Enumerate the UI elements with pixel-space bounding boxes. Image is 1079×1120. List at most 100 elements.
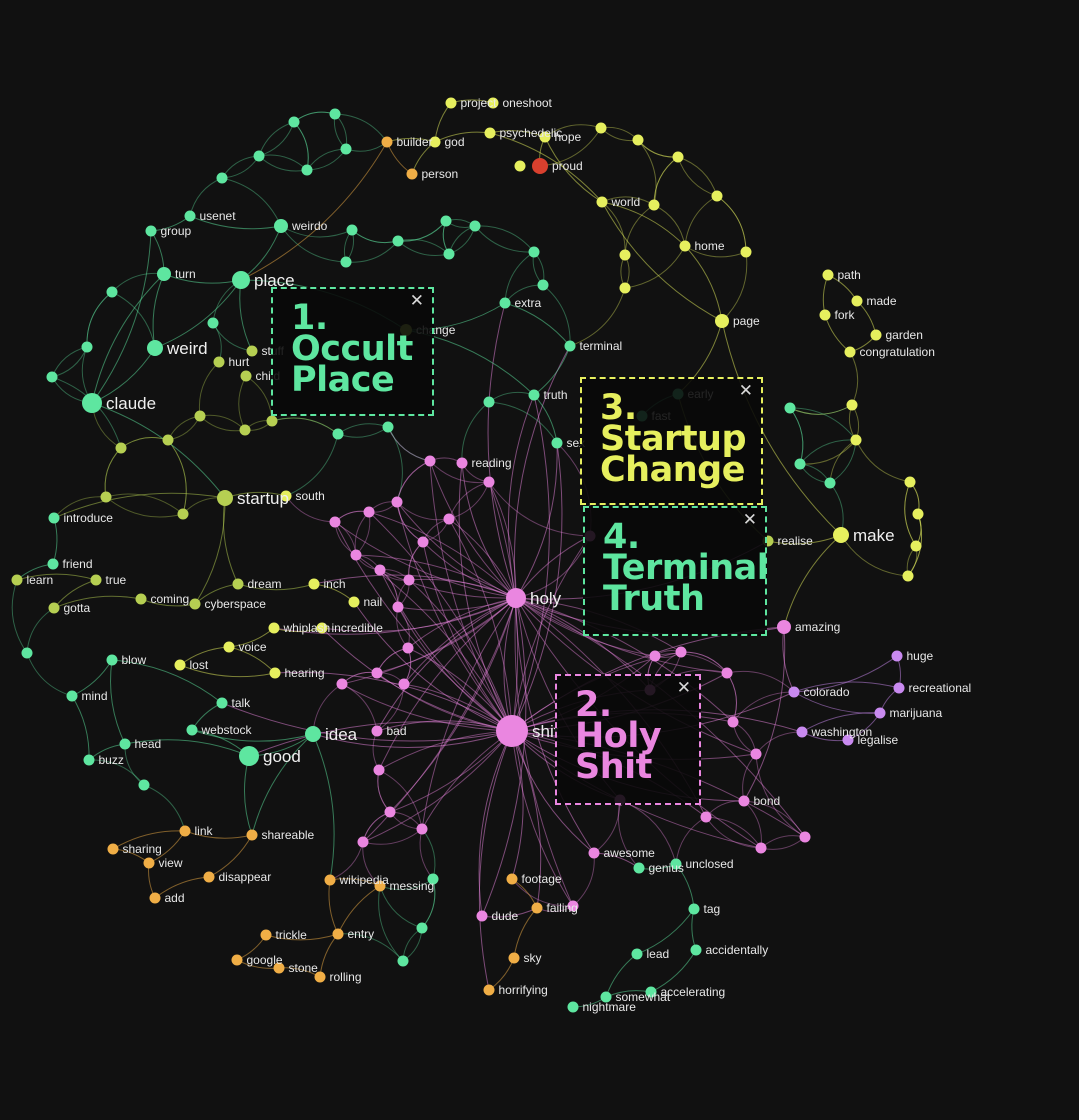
- graph-node[interactable]: [357, 836, 369, 848]
- graph-node-claude[interactable]: [82, 393, 102, 413]
- graph-node[interactable]: [727, 716, 739, 728]
- graph-node[interactable]: [416, 823, 428, 835]
- graph-node-friend[interactable]: [47, 558, 59, 570]
- graph-node-sky[interactable]: [508, 952, 520, 964]
- graph-node-accidentally[interactable]: [690, 944, 702, 956]
- graph-node-terminal[interactable]: [564, 340, 576, 352]
- graph-node-trickle[interactable]: [260, 929, 272, 941]
- graph-node[interactable]: [106, 286, 118, 298]
- graph-node-tag[interactable]: [688, 903, 700, 915]
- graph-node-awesome[interactable]: [588, 847, 600, 859]
- close-icon[interactable]: ✕: [742, 510, 757, 530]
- graph-node-head[interactable]: [119, 738, 131, 750]
- graph-node-god[interactable]: [429, 136, 441, 148]
- graph-node[interactable]: [424, 455, 436, 467]
- graph-node-learn[interactable]: [11, 574, 23, 586]
- graph-node[interactable]: [648, 199, 660, 211]
- graph-node-horrifying[interactable]: [483, 984, 495, 996]
- graph-node[interactable]: [740, 246, 752, 258]
- graph-node-accelerating[interactable]: [645, 986, 657, 998]
- cluster-box-occult-place[interactable]: 1. Occult Place ✕: [271, 287, 434, 416]
- graph-node-google[interactable]: [231, 954, 243, 966]
- graph-node[interactable]: [350, 549, 362, 561]
- graph-node-nail[interactable]: [348, 596, 360, 608]
- graph-node-whiplash[interactable]: [268, 622, 280, 634]
- graph-node-stuff[interactable]: [246, 345, 258, 357]
- graph-node[interactable]: [443, 513, 455, 525]
- graph-node-idea[interactable]: [305, 726, 321, 742]
- graph-node[interactable]: [288, 116, 300, 128]
- graph-node[interactable]: [427, 873, 439, 885]
- graph-node[interactable]: [46, 371, 58, 383]
- graph-node-child[interactable]: [240, 370, 252, 382]
- graph-node-lost[interactable]: [174, 659, 186, 671]
- graph-node[interactable]: [649, 650, 661, 662]
- graph-node[interactable]: [910, 540, 922, 552]
- graph-node[interactable]: [528, 246, 540, 258]
- graph-node[interactable]: [329, 108, 341, 120]
- graph-node[interactable]: [363, 506, 375, 518]
- graph-node-place[interactable]: [232, 271, 250, 289]
- close-icon[interactable]: ✕: [409, 291, 424, 311]
- graph-node[interactable]: [675, 646, 687, 658]
- graph-node-coming[interactable]: [135, 593, 147, 605]
- graph-node[interactable]: [373, 764, 385, 776]
- graph-node[interactable]: [750, 748, 762, 760]
- graph-node-person[interactable]: [406, 168, 418, 180]
- graph-node-cyberspace[interactable]: [189, 598, 201, 610]
- cluster-box-startup-change[interactable]: 3. Startup Change ✕: [580, 377, 763, 505]
- graph-node[interactable]: [403, 574, 415, 586]
- graph-node-sharing[interactable]: [107, 843, 119, 855]
- graph-node[interactable]: [619, 249, 631, 261]
- graph-node-world[interactable]: [596, 196, 608, 208]
- graph-node[interactable]: [672, 151, 684, 163]
- graph-node-shit[interactable]: [496, 715, 528, 747]
- graph-node[interactable]: [391, 496, 403, 508]
- graph-node-talk[interactable]: [216, 697, 228, 709]
- graph-node[interactable]: [799, 831, 811, 843]
- graph-node[interactable]: [329, 516, 341, 528]
- graph-node[interactable]: [21, 647, 33, 659]
- graph-node[interactable]: [138, 779, 150, 791]
- graph-node-make[interactable]: [833, 527, 849, 543]
- graph-node[interactable]: [721, 667, 733, 679]
- graph-node-fork[interactable]: [819, 309, 831, 321]
- graph-node[interactable]: [755, 842, 767, 854]
- graph-node-incredible[interactable]: [316, 622, 328, 634]
- graph-node[interactable]: [162, 434, 174, 446]
- graph-node[interactable]: [440, 215, 452, 227]
- graph-node-weird[interactable]: [147, 340, 163, 356]
- graph-node-colorado[interactable]: [788, 686, 800, 698]
- graph-node-dude[interactable]: [476, 910, 488, 922]
- graph-node[interactable]: [397, 955, 409, 967]
- graph-node[interactable]: [483, 476, 495, 488]
- graph-node-truth[interactable]: [528, 389, 540, 401]
- graph-node-lead[interactable]: [631, 948, 643, 960]
- graph-node[interactable]: [711, 190, 723, 202]
- close-icon[interactable]: ✕: [676, 678, 691, 698]
- graph-node-nightmare[interactable]: [567, 1001, 579, 1013]
- graph-node[interactable]: [207, 317, 219, 329]
- graph-node-disappear[interactable]: [203, 871, 215, 883]
- graph-node[interactable]: [846, 399, 858, 411]
- graph-node-proud[interactable]: [532, 158, 548, 174]
- graph-node-genius[interactable]: [633, 862, 645, 874]
- graph-node-usenet[interactable]: [184, 210, 196, 222]
- graph-node-inch[interactable]: [308, 578, 320, 590]
- graph-node[interactable]: [332, 428, 344, 440]
- graph-node-extra[interactable]: [499, 297, 511, 309]
- graph-node-entry[interactable]: [332, 928, 344, 940]
- graph-node-huge[interactable]: [891, 650, 903, 662]
- graph-node-south[interactable]: [280, 490, 292, 502]
- graph-node-hearing[interactable]: [269, 667, 281, 679]
- graph-node-add[interactable]: [149, 892, 161, 904]
- graph-node-messing[interactable]: [374, 880, 386, 892]
- graph-node[interactable]: [336, 678, 348, 690]
- graph-node[interactable]: [595, 122, 607, 134]
- cluster-box-holy-shit[interactable]: 2. Holy Shit ✕: [555, 674, 701, 805]
- graph-node[interactable]: [100, 491, 112, 503]
- graph-node-recreational[interactable]: [893, 682, 905, 694]
- graph-node-good[interactable]: [239, 746, 259, 766]
- graph-node[interactable]: [239, 424, 251, 436]
